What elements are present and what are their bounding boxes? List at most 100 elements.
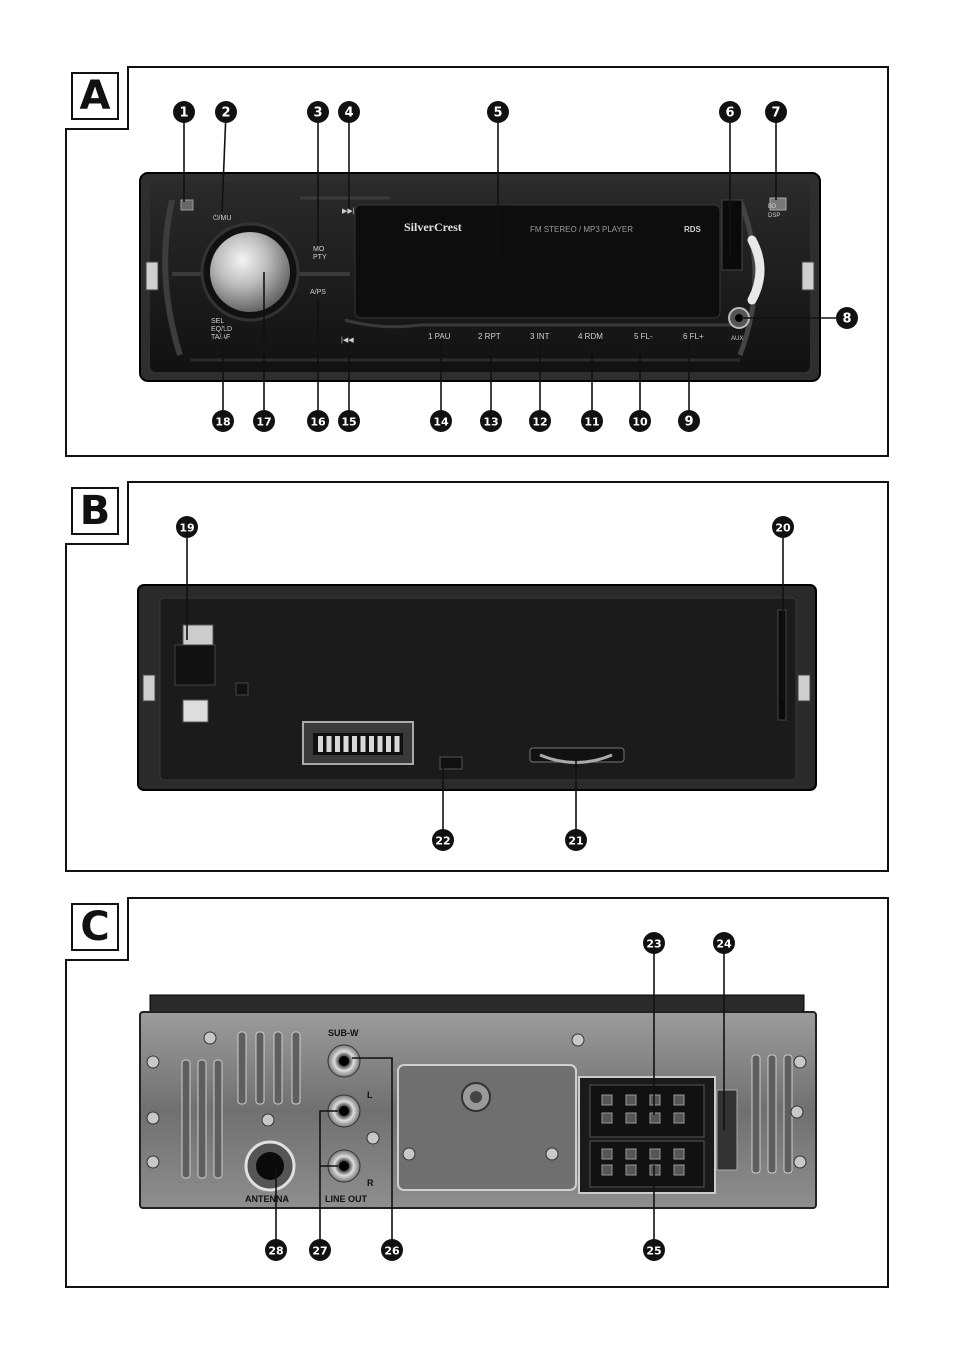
callout-23-marker [643,932,665,954]
panel-b-frame [65,481,889,872]
aps-label: A/PS [310,289,326,296]
callout-10: 10 [629,343,651,432]
sel-label-line: EQ/LD [211,326,232,333]
connector-pin [326,736,332,752]
callout-4-marker [338,101,360,123]
callout-8-marker [836,307,858,329]
callout-19: 19 [176,516,198,640]
iso-pin [601,1094,613,1106]
screw [790,1105,804,1119]
callout-20-marker [772,516,794,538]
chassis-labels: SUB-W L R LINE OUT ANTENNA [245,1028,374,1204]
callout-16-marker [307,410,329,432]
iso-pins [601,1094,685,1176]
preset-3-label: 3 INT [530,332,550,341]
callout-11-marker [581,410,603,432]
callout-20-label: 20 [775,522,791,535]
callout-21-marker [565,829,587,851]
vent-slot [197,1059,207,1179]
vent-slot [273,1031,283,1105]
iso-pin [601,1112,613,1124]
callout-13: 13 [480,343,502,432]
iso-pin [649,1148,661,1160]
callout-24-label: 24 [716,938,732,951]
front-panel-labels: SilverCrest FM STEREO / MP3 PLAYER RDS ⏻… [211,204,780,344]
callout-22: 22 [432,760,454,851]
callout-26: 26 [381,1239,403,1261]
callout-3: 3 [307,101,329,245]
display-caption: FM STEREO / MP3 PLAYER [530,225,633,234]
vent-slot [213,1059,223,1179]
connector-pin [360,736,366,752]
iso-pin [673,1094,685,1106]
vent-slot [783,1054,793,1174]
callout-19-marker [176,516,198,538]
callout-7: 7 [765,101,787,200]
callout-18-marker [212,410,234,432]
connector-pin [394,736,400,752]
connector-pin [386,736,391,752]
panel-a-frame [65,66,889,457]
mo-pty-label-line: PTY [313,254,327,261]
panel-c-tab: C [65,897,129,961]
iso-pin [649,1112,661,1124]
callout-25: 25 [643,1165,665,1261]
preset-4-label: 4 RDM [578,332,603,341]
panel-a-tab: A [65,66,129,130]
screw [402,1147,416,1161]
callout-3-marker [307,101,329,123]
panel-back-device [137,584,817,791]
callout-10-marker [629,410,651,432]
callout-15-marker [338,410,360,432]
line-out-label: LINE OUT [325,1194,368,1204]
preset-5-label: 5 FL- [634,332,653,341]
callout-16: 16 [307,300,329,432]
rds-mark: RDS [684,225,702,234]
l-label: L [367,1090,373,1100]
iso-pin [601,1148,613,1160]
front-panel-device [139,172,821,382]
callout-2: 2 [215,101,237,213]
preset-2-label: 2 RPT [478,332,501,341]
connector-pin [369,736,374,752]
brand-logo: SilverCrest [404,220,462,234]
callout-16-label: 16 [310,416,326,429]
screw [146,1055,160,1069]
screw [366,1131,380,1145]
callout-21: 21 [565,758,587,851]
callout-2-leader [221,111,227,213]
iso-pin [673,1112,685,1124]
screw [571,1033,585,1047]
callout-5: 5 [487,101,509,258]
callout-11: 11 [581,343,603,432]
vent-slot [751,1054,761,1174]
callout-5-marker [487,101,509,123]
callout-15: 15 [338,343,360,432]
screw [146,1155,160,1169]
callout-6-marker [719,101,741,123]
iso-pin [625,1094,637,1106]
callout-14-label: 14 [433,416,449,429]
panel-c-frame [65,897,889,1288]
callout-8: 8 [740,307,858,329]
callout-leader [319,1110,338,1250]
antenna-label: ANTENNA [245,1194,289,1204]
chassis-rear-device [139,994,817,1209]
callout-25-label: 25 [646,1245,661,1258]
vent-slot [291,1031,301,1105]
iso-pin [625,1148,637,1160]
screw [261,1113,275,1127]
callout-26-marker [381,1239,403,1261]
callout-3-label: 3 [313,106,322,121]
callout-9-label: 9 [684,415,693,430]
preset-1-label: 1 PAU [428,332,451,341]
connector-pin [343,736,349,752]
callout-20: 20 [772,516,794,700]
callout-25-marker [643,1239,665,1261]
iso-pin [673,1164,685,1176]
callout-26-label: 26 [384,1245,400,1258]
